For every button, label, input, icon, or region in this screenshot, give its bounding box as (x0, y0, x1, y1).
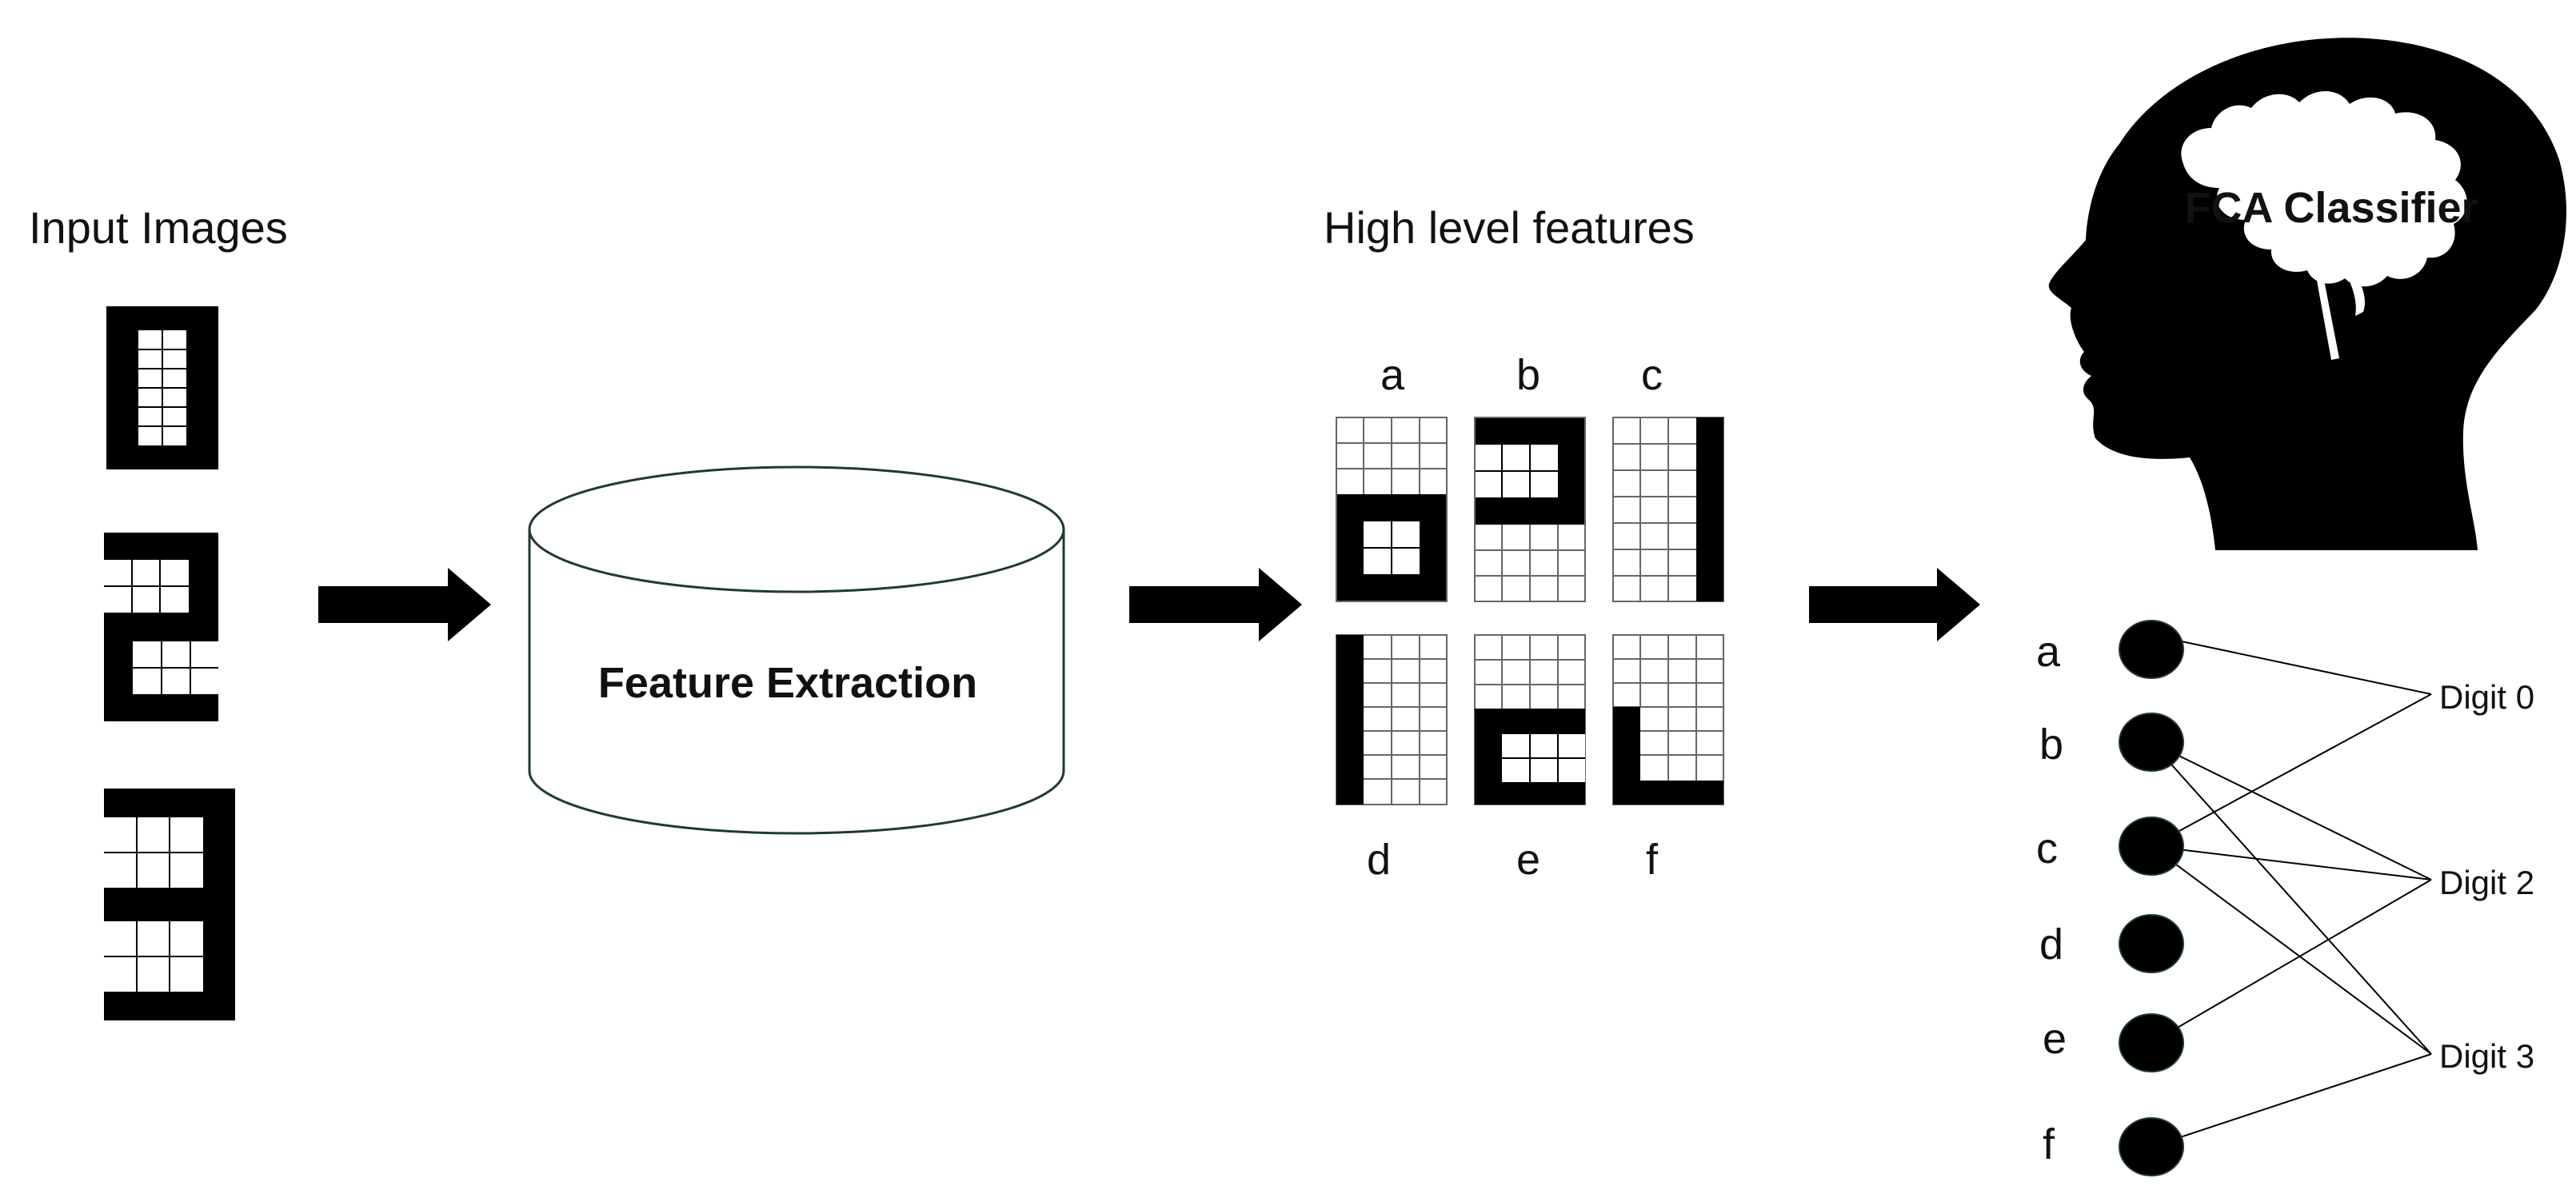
graph-edges (2151, 634, 2432, 1148)
feature-grid-a (1336, 417, 1448, 602)
right-arrow-icon (1129, 568, 1302, 641)
feature-label-d: d (1367, 836, 1392, 884)
digit-label-2: Digit 2 (2439, 864, 2535, 901)
node-label-a: a (2036, 628, 2061, 676)
cylinder-icon (528, 465, 1065, 835)
edge-a-digit0 (2151, 634, 2432, 695)
feature-label-e: e (1516, 836, 1541, 884)
node-label-b: b (2039, 721, 2064, 769)
feature-label-b: b (1516, 351, 1541, 399)
edge-c-digit0 (2151, 693, 2432, 847)
head-brain-icon (2048, 38, 2566, 550)
high-level-features-title: High level features (1324, 202, 1695, 253)
input-images-title: Input Images (29, 202, 288, 253)
right-arrow-icon (1809, 568, 1980, 641)
feature-grid-d (1336, 634, 1448, 805)
edge-f-digit3 (2151, 1053, 2432, 1148)
graph-node-a (2119, 620, 2184, 679)
feature-label-f: f (1646, 836, 1659, 884)
node-label-f: f (2043, 1120, 2055, 1168)
node-label-e: e (2043, 1015, 2067, 1063)
edge-c-digit2 (2151, 845, 2432, 881)
feature-grid-f (1612, 634, 1724, 805)
right-arrow-icon (318, 568, 491, 641)
digit-label-0: Digit 0 (2439, 678, 2535, 716)
feature-label-c: c (1641, 351, 1663, 399)
graph-node-c (2119, 817, 2184, 876)
node-label-c: c (2036, 825, 2058, 873)
edge-b-digit3 (2151, 741, 2432, 1055)
edge-b-digit2 (2151, 741, 2432, 881)
graph-node-b (2119, 713, 2184, 772)
fca-classifier-label: FCA Classifier (2184, 184, 2478, 232)
node-label-d: d (2039, 920, 2064, 968)
input-image-digit-3 (104, 789, 235, 1020)
edge-e-digit2 (2151, 879, 2432, 1044)
graph-node-d (2119, 914, 2184, 973)
digit-label-3: Digit 3 (2439, 1037, 2535, 1075)
graph-node-e (2119, 1013, 2184, 1072)
feature-label-a: a (1380, 351, 1405, 399)
edge-c-digit3 (2151, 845, 2432, 1055)
graph-node-f (2119, 1117, 2184, 1176)
input-image-digit-0 (106, 306, 218, 469)
feature-grid-b (1474, 417, 1586, 602)
feature-grid-c (1612, 417, 1724, 602)
feature-grid-e (1474, 634, 1586, 805)
feature-extraction-label: Feature Extraction (598, 659, 977, 707)
input-image-digit-2 (104, 533, 218, 721)
